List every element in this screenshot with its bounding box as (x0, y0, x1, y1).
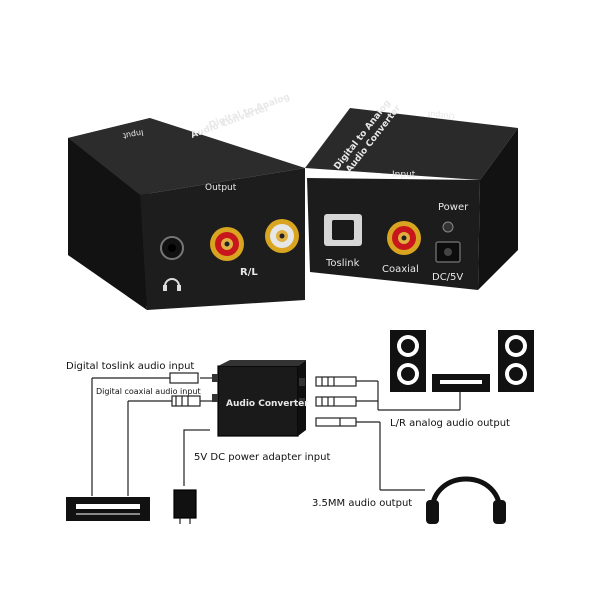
headphone-icon (164, 278, 180, 287)
right-device-side-face (478, 128, 518, 290)
connection-diagram (91, 360, 461, 524)
speaker-left-icon (390, 330, 426, 392)
mm-output-label: 3.5MM audio output (312, 498, 412, 509)
speaker-right-icon (498, 330, 534, 392)
diagram-converter-box (217, 365, 299, 437)
left-device-left-face (68, 138, 147, 310)
left-device-top-title-2: Audio Converter (190, 103, 272, 141)
left-converter-device: Digital to Analog Audio Converter Input … (68, 92, 305, 310)
left-device-top-face (68, 118, 305, 195)
left-device-output-label: Output (205, 183, 237, 193)
mm-output-plug (315, 417, 357, 427)
right-device-coaxial-label: Coaxial (382, 264, 419, 275)
right-device-power-label: Power (438, 202, 469, 213)
toslink-cable-plug (169, 372, 199, 384)
headphones-icon (426, 476, 506, 524)
power-adapter-icon (173, 489, 197, 519)
diagram-converter-label: Audio Converter (226, 399, 309, 409)
toslink-input-label: Digital toslink audio input (66, 361, 194, 372)
right-device-toslink-label: Toslink (325, 258, 360, 269)
dc-input-label: 5V DC power adapter input (194, 452, 330, 463)
left-device-top-input-label: Input (122, 128, 144, 140)
right-device-dc-label: DC/5V (432, 272, 463, 283)
right-device-power-led (442, 221, 454, 233)
left-device-rl-label: R/L (240, 267, 258, 278)
right-converter-device: Digital to Analog Audio Converter Output… (305, 98, 518, 290)
right-device-input-label: Input (392, 170, 416, 180)
right-device-top-face (305, 108, 518, 180)
right-device-top-output-label: Output (427, 110, 455, 121)
lr-output-label: L/R analog audio output (390, 418, 510, 429)
coaxial-input-label: Digital coaxial audio input (96, 387, 201, 396)
source-player-icon (66, 497, 150, 521)
amplifier-icon (432, 374, 490, 392)
